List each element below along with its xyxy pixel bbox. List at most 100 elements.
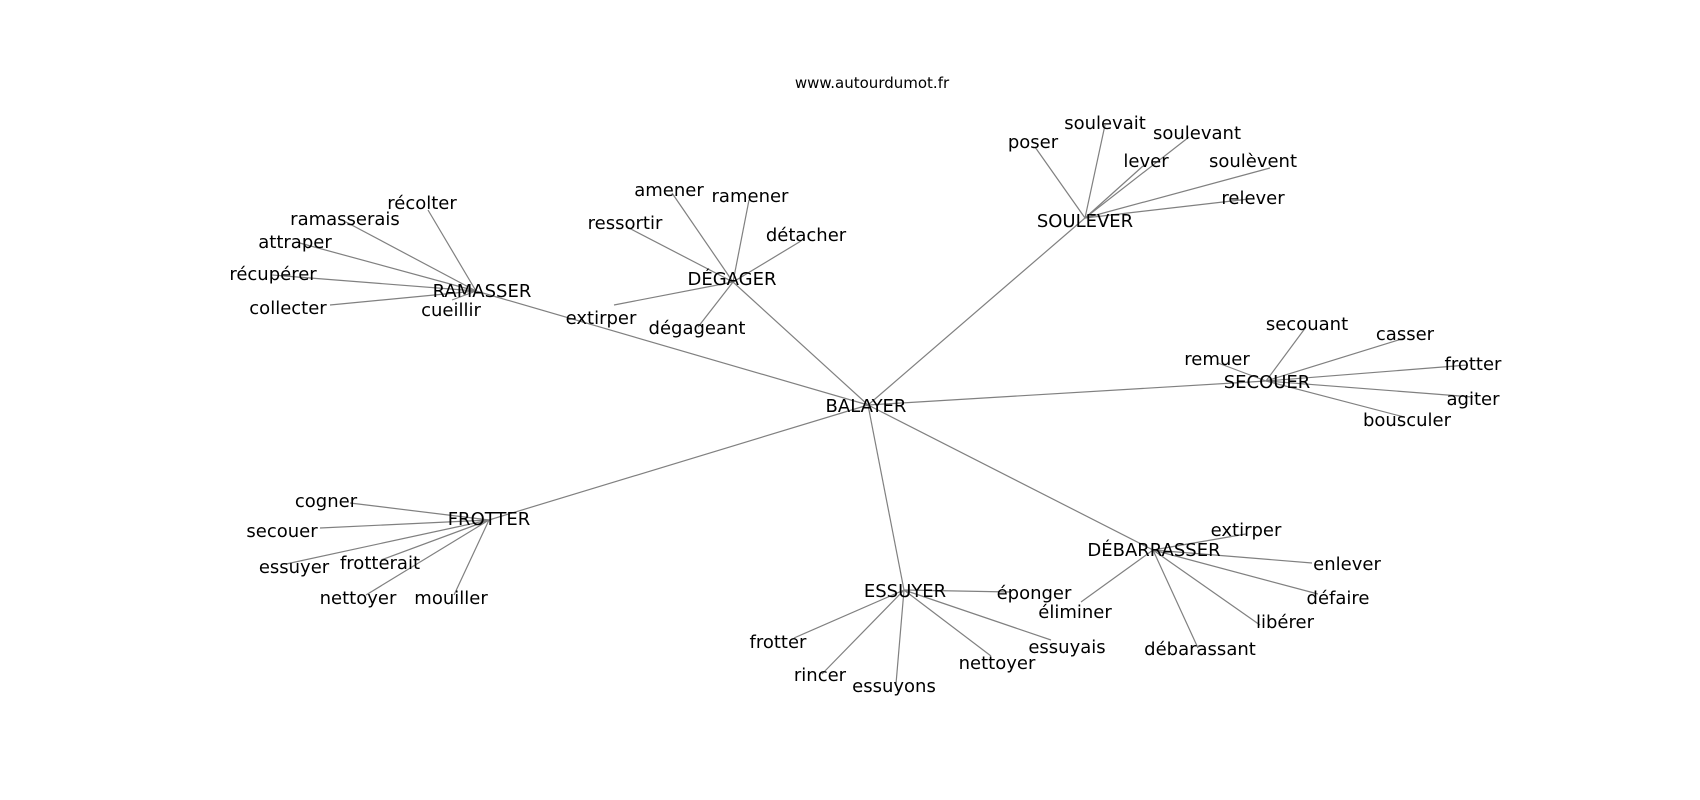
word-node-label: récolter [387, 193, 457, 214]
edge-hub-to-word [365, 519, 490, 596]
word-node-label: ressortir [588, 213, 663, 234]
word-node-label: éponger [997, 583, 1072, 604]
edge-hub-to-word [903, 589, 992, 657]
edge-hub-to-word [613, 281, 734, 306]
edge-hub-to-word [732, 199, 750, 283]
edge-hub-to-word [319, 519, 490, 529]
edge-hub-to-word [732, 240, 802, 283]
edge-hub-to-word [380, 519, 490, 561]
word-node-label: lever [1123, 151, 1169, 172]
edge-hub-to-word [1152, 533, 1247, 551]
edge-hub-to-word [895, 589, 905, 685]
word-node-label: essuyons [852, 676, 936, 697]
edge-hub-to-word [451, 290, 477, 301]
edge-hub-to-word [697, 281, 734, 328]
edge-hub-to-word [1080, 549, 1154, 603]
edge-hub-to-word [903, 589, 1012, 593]
edge-hub-to-word [821, 589, 905, 675]
edge-hub-to-word [1217, 362, 1267, 382]
word-node-label: secouant [1266, 314, 1348, 335]
hub-node-label: SECOUER [1224, 372, 1311, 393]
edge-hub-to-word [1034, 146, 1086, 219]
edge-hub-to-word [295, 241, 477, 292]
word-node-label: récupérer [229, 264, 317, 285]
word-node-label: mouiller [414, 588, 488, 609]
edge-hub-to-word [329, 290, 477, 306]
word-node-label: bousculer [1363, 410, 1452, 431]
edge-hub-to-word [453, 519, 490, 596]
hub-node-label: RAMASSER [433, 281, 532, 302]
edge-hub-to-word [626, 226, 734, 283]
word-node-label: collecter [249, 298, 327, 319]
edge-root-to-hub [867, 404, 1154, 551]
edge-root-to-hub [867, 380, 1267, 406]
word-node-label: cogner [295, 491, 358, 512]
word-node-label: rincer [794, 665, 847, 686]
word-node-label: frotter [1445, 354, 1503, 375]
word-node-label: nettoyer [320, 588, 397, 609]
edge-hub-to-word [671, 192, 734, 283]
word-node-label: ramener [712, 186, 790, 207]
word-node-label: dégageant [649, 318, 746, 339]
edge-hub-to-word [1265, 380, 1474, 398]
word-node-label: débarassant [1144, 639, 1256, 660]
word-node-label: remuer [1184, 349, 1250, 370]
word-node-label: amener [634, 180, 704, 201]
hub-node-label: DÉBARRASSER [1087, 539, 1220, 561]
edge-hub-to-word [1084, 167, 1271, 219]
word-node-label: détacher [766, 225, 847, 246]
word-node-label: enlever [1313, 554, 1381, 575]
word-node-label: essuyer [259, 557, 330, 578]
graph-labels: www.autourdumot.fr BALAYER RAMASSER récol… [229, 74, 1502, 697]
word-node-label: attraper [258, 232, 332, 253]
word-node-label: libérer [1256, 612, 1315, 633]
edge-hub-to-word [1152, 549, 1319, 595]
edge-hub-to-word [1152, 549, 1313, 564]
word-node-label: poser [1008, 132, 1059, 153]
word-node-label: frotter [750, 632, 808, 653]
edge-hub-to-word [1152, 549, 1199, 649]
edge-hub-to-word [1152, 549, 1261, 626]
hub-node-label: SOULEVER [1037, 211, 1133, 232]
word-node-label: essuyais [1028, 637, 1105, 658]
edge-hub-to-word [1084, 136, 1190, 219]
word-node-label: casser [1376, 324, 1435, 345]
edge-hub-to-word [1265, 326, 1307, 382]
edge-hub-to-word [285, 519, 490, 565]
edge-hub-to-word [1265, 364, 1469, 382]
graph-edges [271, 124, 1474, 685]
edge-hub-to-word [1084, 198, 1250, 219]
edge-hub-to-word [1084, 124, 1106, 219]
edge-hub-to-word [793, 589, 905, 639]
word-node-label: éliminer [1038, 602, 1112, 623]
word-node-label: agiter [1447, 389, 1501, 410]
site-label: www.autourdumot.fr [795, 74, 950, 92]
word-node-label: relever [1221, 188, 1285, 209]
edge-hub-to-word [427, 209, 477, 292]
edge-hub-to-word [271, 274, 477, 292]
word-node-label: secouer [246, 521, 318, 542]
word-node-label: soulèvent [1209, 151, 1297, 172]
edge-root-to-hub [488, 404, 869, 521]
word-node-label: nettoyer [959, 653, 1036, 674]
hub-node-label: DÉGAGER [687, 268, 776, 290]
edge-root-to-hub [867, 217, 1086, 406]
word-node-label: frotterait [340, 553, 420, 574]
word-node-label: défaire [1307, 588, 1370, 609]
word-node-label: cueillir [421, 300, 481, 321]
word-node-label: soulevant [1153, 123, 1241, 144]
word-node-label: soulevait [1064, 113, 1146, 134]
edge-hub-to-word [1084, 165, 1144, 219]
edge-root-to-hub [475, 290, 869, 406]
word-node-label: extirper [1211, 520, 1282, 541]
word-node-label: ramasserais [290, 209, 400, 230]
word-node-label: extirper [566, 308, 637, 329]
edge-hub-to-word [1265, 380, 1405, 418]
edge-hub-to-word [903, 589, 1052, 641]
edge-root-to-hub [867, 404, 905, 591]
edge-hub-to-word [345, 221, 477, 292]
root-node-label: BALAYER [826, 396, 907, 417]
edge-root-to-hub [732, 281, 869, 406]
hub-node-label: ESSUYER [864, 581, 946, 602]
